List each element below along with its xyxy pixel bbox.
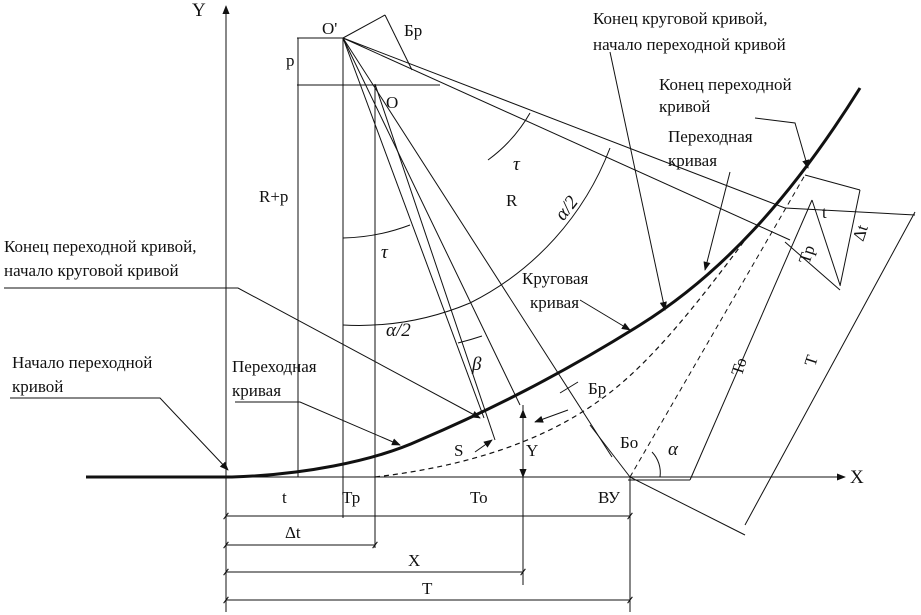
leader-end-trans-start-circ bbox=[4, 287, 481, 419]
label-t-right: t bbox=[822, 203, 827, 222]
label-dt-right: Δt bbox=[849, 222, 872, 243]
tp-dimline bbox=[811, 199, 841, 286]
tangent-to-upper bbox=[629, 174, 806, 478]
arc-alpha-half-right bbox=[469, 147, 611, 304]
note-end-transition-2: кривой bbox=[659, 97, 710, 116]
x-axis-label: X bbox=[850, 467, 864, 488]
note-transition-right-1: Переходная bbox=[668, 127, 753, 146]
ray-to-end-circular bbox=[342, 37, 786, 209]
leader-trans-left bbox=[235, 401, 401, 446]
dim-label-t: t bbox=[282, 488, 287, 507]
right-ext-3 bbox=[804, 174, 861, 191]
note-transition-left-2: кривая bbox=[232, 381, 281, 400]
note-end-circular-2: начало переходной кривой bbox=[593, 35, 786, 54]
label-tp-right: Тр bbox=[795, 243, 819, 266]
label-tau-left: τ bbox=[381, 242, 389, 263]
leader-end-transition bbox=[754, 117, 810, 169]
label-tau-right: τ bbox=[513, 154, 521, 175]
note-end-trans-start-circ-2: начало круговой кривой bbox=[4, 261, 179, 280]
dt-dimline bbox=[839, 189, 861, 287]
leader-circular bbox=[579, 299, 631, 331]
br-mid-arrow-1 bbox=[534, 409, 569, 423]
ray-upper bbox=[342, 37, 791, 241]
dim-label-x: X bbox=[408, 551, 420, 570]
arc-tau-right bbox=[487, 112, 531, 161]
note-end-trans-start-circ-1: Конец переходной кривой, bbox=[4, 237, 197, 256]
to-dimline bbox=[689, 199, 813, 481]
y-axis-label: Y bbox=[192, 0, 206, 21]
note-end-circular-1: Конец круговой кривой, bbox=[593, 9, 767, 28]
note-end-transition-1: Конец переходной bbox=[659, 75, 792, 94]
arc-alpha bbox=[651, 451, 661, 478]
label-alpha-half-right: α/2 bbox=[551, 192, 583, 225]
label-to-right: То bbox=[727, 355, 751, 378]
right-ext-1 bbox=[629, 476, 746, 536]
note-start-transition-2: кривой bbox=[12, 377, 63, 396]
ray-to-transition-end bbox=[342, 37, 485, 419]
label-s: S bbox=[454, 441, 463, 460]
note-circular-1: Круговая bbox=[522, 269, 589, 288]
arc-beta bbox=[457, 335, 483, 344]
br-top-tangent bbox=[384, 14, 413, 71]
T-dimline bbox=[744, 211, 916, 526]
label-p: p bbox=[286, 51, 295, 70]
leader-start-trans bbox=[10, 397, 229, 471]
point-o: O bbox=[386, 93, 398, 112]
dashed-circular-continuation bbox=[374, 239, 746, 478]
right-ext-2 bbox=[784, 207, 916, 216]
leader-trans-right bbox=[703, 171, 731, 271]
label-T-right: T bbox=[801, 352, 822, 368]
label-bo: Бо bbox=[620, 433, 638, 452]
point-o-prime: O' bbox=[322, 19, 337, 38]
right-ext-4 bbox=[784, 241, 841, 291]
leader-end-circular bbox=[609, 51, 667, 311]
ray-from-o bbox=[374, 83, 496, 441]
dim-label-T: T bbox=[422, 579, 433, 598]
label-alpha-half-left: α/2 bbox=[386, 320, 411, 341]
dim-label-dt: Δt bbox=[285, 523, 301, 542]
label-br-mid: Бр bbox=[588, 379, 606, 398]
label-r: R bbox=[506, 191, 518, 210]
label-br-top: Бр bbox=[404, 21, 422, 40]
note-transition-left-1: Переходная bbox=[232, 357, 317, 376]
dim-label-tp: Тр bbox=[342, 488, 360, 507]
s-arrow bbox=[474, 439, 493, 453]
arc-tau-left bbox=[342, 224, 411, 239]
label-alpha: α bbox=[668, 439, 679, 460]
br-mid-arrow-2 bbox=[559, 381, 579, 394]
label-r-plus-p: R+p bbox=[259, 187, 288, 206]
note-transition-right-2: кривая bbox=[668, 151, 717, 170]
ray-to-x-point bbox=[342, 37, 521, 406]
note-start-transition-1: Начало переходной bbox=[12, 353, 152, 372]
bo-line bbox=[589, 424, 631, 478]
note-circular-2: кривая bbox=[530, 293, 579, 312]
label-y-small: Y bbox=[526, 441, 538, 460]
main-curve bbox=[86, 87, 862, 479]
arc-alpha-half-left bbox=[342, 302, 471, 326]
ray-bisector bbox=[342, 37, 613, 458]
br-top-perp bbox=[342, 14, 386, 39]
point-vertex: ВУ bbox=[598, 488, 621, 507]
dim-label-to: То bbox=[470, 488, 488, 507]
label-beta: β bbox=[471, 354, 482, 375]
